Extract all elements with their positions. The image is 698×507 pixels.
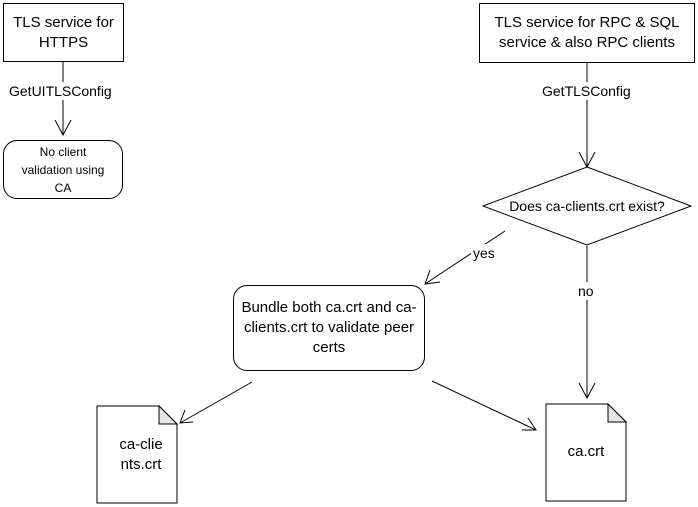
no-client-validation-box: No client validation using CA: [3, 140, 123, 199]
arrowhead-ca-clients: [179, 409, 194, 424]
decision-label: Does ca-clients.crt exist?: [509, 198, 665, 214]
decision-diamond: [481, 166, 693, 246]
bundle-box: Bundle both ca.crt and ca-clients.crt to…: [233, 285, 425, 371]
edge-decision-to-bundle: [424, 230, 506, 285]
arrowhead-ca-bundle: [522, 417, 537, 431]
bundle-label: Bundle both ca.crt and ca-clients.crt to…: [241, 299, 417, 356]
doc-ca-clients-label: ca-clients.crt: [119, 436, 163, 473]
https-service-box: TLS service for HTTPS: [3, 3, 124, 62]
edge-label-get-tls-config: GetTLSConfig: [541, 82, 632, 100]
edge-label-yes: yes: [471, 244, 497, 262]
arrowhead-noclient: [54, 119, 72, 137]
doc-ca-shape: [545, 402, 628, 502]
edge-bundle-to-ca: [431, 380, 537, 431]
edge-label-no: no: [576, 282, 596, 300]
arrowhead-ca-no: [578, 382, 596, 400]
decision-label-wrap: Does ca-clients.crt exist?: [483, 194, 691, 218]
doc-ca-clients-shape: [96, 404, 179, 504]
doc-ca-label: ca.crt: [567, 443, 605, 460]
edge-bundle-to-ca-clients: [179, 381, 253, 424]
rpc-sql-service-label: TLS service for RPC & SQL service & also…: [494, 14, 680, 51]
no-client-validation-label: No client validation using CA: [21, 144, 105, 195]
edge-label-get-ui-tls-config: GetUITLSConfig: [8, 82, 113, 100]
arrowhead-bundle: [424, 269, 441, 285]
https-service-label: TLS service for HTTPS: [13, 13, 114, 51]
rpc-sql-service-box: TLS service for RPC & SQL service & also…: [479, 3, 695, 63]
